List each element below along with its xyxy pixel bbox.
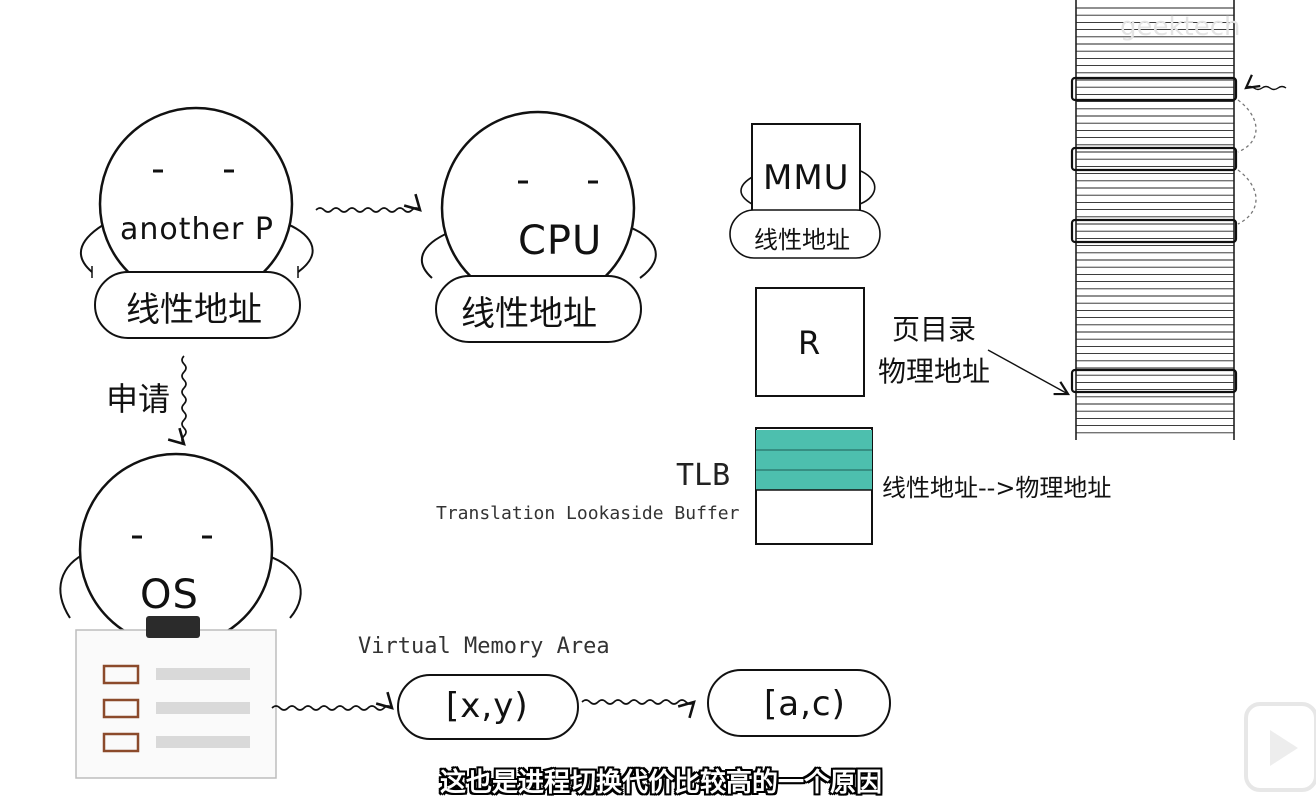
arrow-to-memory [987,349,1071,396]
cpu-character [421,110,657,343]
tlb-table [755,427,873,545]
vma-document [75,616,277,779]
mmu-unit [729,123,881,259]
mmu-name: MMU [763,158,850,198]
wavy-arrow-doc-to-vma [271,691,394,711]
watermark-text: geektech [1120,12,1241,42]
another-p-name: another P [120,212,274,247]
cpu-linear-address-label: 线性地址 [461,294,597,334]
another-p-linear-address-label: 线性地址 [126,290,262,330]
vma-range-2: [a,c) [764,684,846,724]
video-subtitle: 这也是进程切换代价比较高的一个原因 [440,768,883,798]
tv-logo-icon [1244,702,1316,792]
cpu-name: CPU [518,218,603,264]
vma-title: Virtual Memory Area [358,634,610,659]
tlb-name: TLB [676,458,731,493]
os-name: OS [140,572,199,618]
request-label: 申请 [106,380,171,418]
page-directory-label: 页目录 [892,313,977,346]
vma-range-1-box [397,674,579,740]
wavy-arrow-vma-to-vma [581,699,696,719]
vma-range-2-box [707,669,891,737]
wavy-arrow-request [167,355,187,446]
page-frames [1070,76,1257,394]
tlb-mapping-label: 线性地址-->物理地址 [882,474,1112,502]
register-box [755,287,865,397]
physical-address-label: 物理地址 [878,355,991,388]
vma-range-1: [x,y) [446,686,529,726]
another-p-character [80,106,314,339]
mmu-linear-address-label: 线性地址 [754,226,850,254]
memory-pointer-arrow [1244,74,1287,91]
tlb-full-name: Translation Lookaside Buffer [436,503,740,524]
wavy-arrow-to-cpu [315,193,422,213]
register-name: R [798,324,822,362]
